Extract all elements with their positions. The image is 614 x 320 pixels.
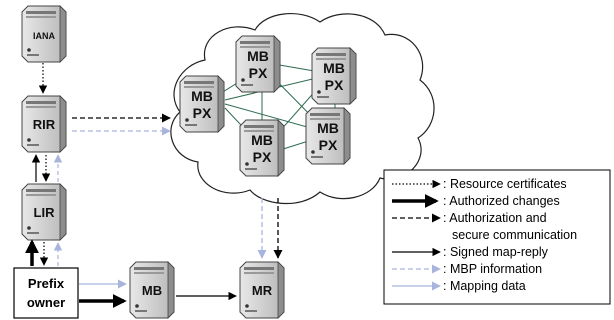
lir-server: LIR (21, 183, 67, 241)
svg-text:Prefix: Prefix (28, 276, 65, 291)
svg-text:MR: MR (252, 283, 273, 298)
svg-text:owner: owner (27, 295, 65, 310)
svg-text:PX: PX (253, 149, 272, 165)
rir-server: RIR (21, 95, 67, 153)
legend-item-0: : Resource certificates (443, 177, 567, 191)
mbpx-server-5: MB PX (239, 119, 285, 177)
svg-text:RIR: RIR (33, 117, 56, 132)
mbpx-server-4: MB PX (305, 107, 351, 165)
mbpx-server-3: MB PX (179, 75, 225, 133)
svg-text:LIR: LIR (34, 205, 56, 220)
mbpx-server-2: MB PX (311, 47, 357, 105)
svg-text:PX: PX (325, 77, 344, 93)
legend-item-4: : Signed map-reply (443, 245, 549, 259)
legend-item-3: secure communication (452, 228, 577, 242)
mb-gateway-server: MB (129, 261, 175, 319)
legend-item-6: : Mapping data (443, 279, 526, 293)
legend-item-5: : MBP information (443, 262, 542, 276)
svg-text:PX: PX (193, 105, 212, 121)
svg-text:PX: PX (249, 65, 268, 81)
svg-text:MB: MB (142, 283, 162, 298)
svg-text:MB: MB (191, 88, 213, 104)
svg-text:MB: MB (323, 60, 345, 76)
svg-text:MB: MB (317, 120, 339, 136)
legend-item-2: : Authorization and (443, 211, 547, 225)
legend-item-1: : Authorized changes (443, 194, 560, 208)
prefix-owner-box: Prefix owner (13, 267, 79, 319)
svg-text:IANA: IANA (33, 31, 55, 41)
legend: : Resource certificates : Authorized cha… (383, 169, 611, 305)
svg-text:PX: PX (319, 137, 338, 153)
iana-server: IANA (21, 5, 67, 63)
svg-text:MB: MB (247, 48, 269, 64)
mbpx-server-1: MB PX (235, 35, 281, 93)
svg-text:MB: MB (251, 132, 273, 148)
mr-server: MR (239, 261, 285, 319)
